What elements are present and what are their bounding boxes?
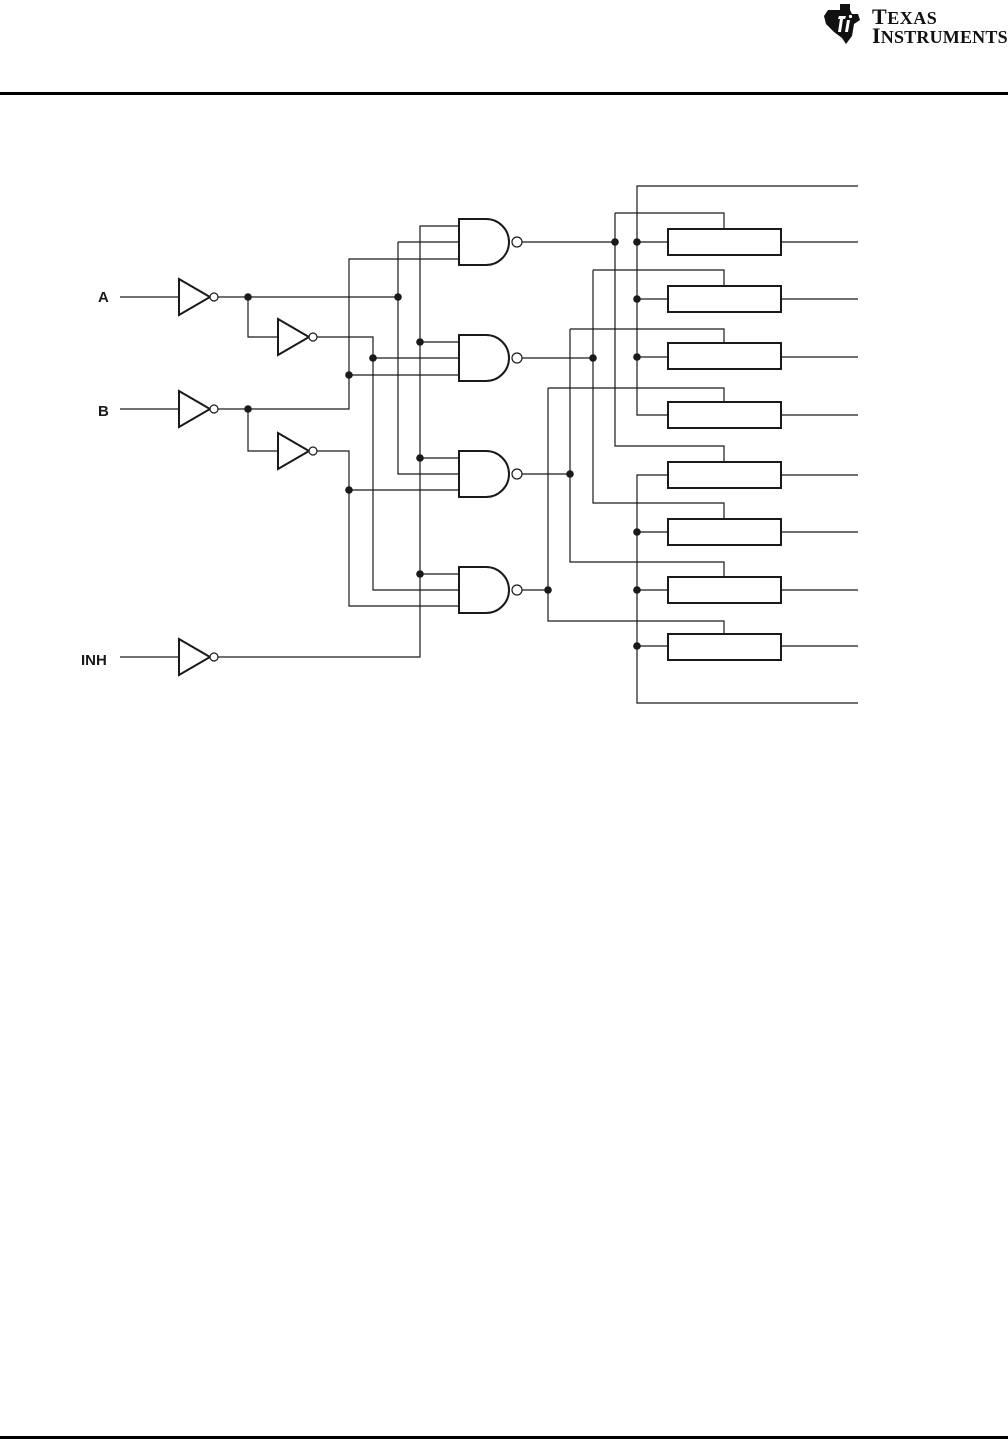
ti-logo-icon — [824, 4, 860, 44]
logic-diagram: A B INH — [81, 185, 858, 704]
switch-5 — [667, 461, 782, 489]
page-header: TEXAS INSTRUMENTS — [0, 0, 1008, 96]
input-wires — [120, 296, 178, 658]
inverter-b-second — [277, 431, 318, 471]
decoder-wires — [218, 225, 460, 658]
switch-2 — [667, 285, 782, 313]
inverter-b — [178, 389, 219, 429]
switch-1 — [667, 228, 782, 256]
header-rule — [0, 92, 1008, 95]
ti-logo-text: TEXAS INSTRUMENTS — [872, 4, 1008, 48]
switch-8 — [667, 633, 782, 661]
inverter-a-second — [277, 317, 318, 357]
output-wires — [781, 241, 858, 647]
inverter-a — [178, 277, 219, 317]
input-label-a: A — [98, 289, 109, 306]
switch-3 — [667, 342, 782, 370]
input-label-b: B — [98, 403, 109, 420]
footer-rule — [0, 1436, 1008, 1439]
control-buses — [522, 212, 725, 634]
nand-gate-2 — [458, 334, 523, 382]
common-buses — [636, 185, 858, 704]
switch-bank — [667, 228, 782, 661]
switch-7 — [667, 576, 782, 604]
ti-logo: TEXAS INSTRUMENTS — [820, 2, 1008, 48]
nand-gate-1 — [458, 218, 523, 266]
input-label-inh: INH — [81, 652, 107, 669]
nand-gate-3 — [458, 450, 523, 498]
junction-dots — [244, 238, 641, 650]
switch-4 — [667, 401, 782, 429]
brand-line-1: TEXAS — [872, 4, 938, 29]
brand-line-2: INSTRUMENTS — [872, 23, 1008, 48]
switch-6 — [667, 518, 782, 546]
nand-gate-4 — [458, 566, 523, 614]
inverter-inh — [178, 637, 219, 677]
